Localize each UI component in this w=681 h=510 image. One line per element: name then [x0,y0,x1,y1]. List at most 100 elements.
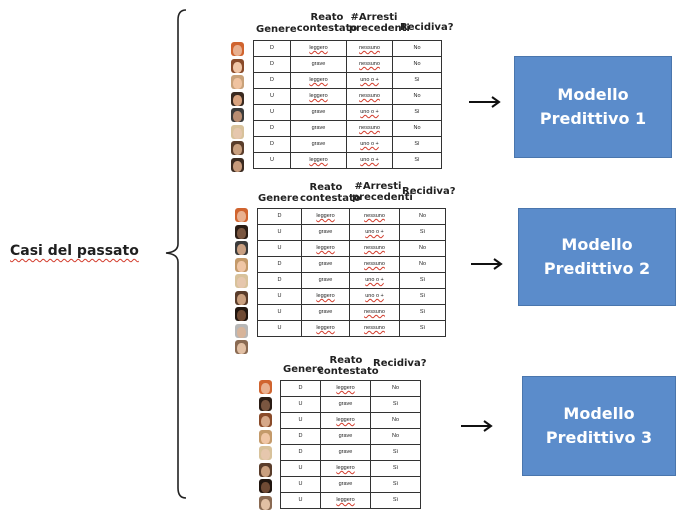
table-cell: No [370,380,421,397]
header-genere: Genere [256,24,297,35]
arrow-right-icon [471,258,503,270]
face-photo-icon [231,141,244,155]
table-cell: uno o + [346,104,393,121]
table-cell: Sì [392,152,442,169]
model-title: Modello [563,404,635,423]
table-cell: grave [290,136,347,153]
header-reato: Reato contestato [296,12,358,34]
table-cell: leggero [301,288,350,305]
face-photo-icon [235,257,248,272]
table-cell: Sì [370,460,421,477]
table-cell: No [370,428,421,445]
table-cell: leggero [320,380,371,397]
face-photo-icon [235,224,248,239]
table-cell: U [257,288,302,305]
table-cell: U [280,492,321,509]
table-cell: D [257,256,302,273]
table-cell: No [392,88,442,105]
header-genere: Genere [283,364,324,375]
table-cell: grave [320,476,371,493]
model-box-3: Modello Predittivo 3 [522,376,676,476]
table-cell: No [392,56,442,73]
table-cell: nessuno [349,320,400,337]
face-photo-icon [259,429,272,444]
face-photo-icon [235,290,248,305]
header-reato: Reato contestato [300,182,361,204]
table-cell: grave [320,444,371,461]
face-photo-icon [259,479,272,493]
table-cell: Sì [399,224,446,241]
table-cell: D [280,444,321,461]
model-subtitle: Predittivo 1 [539,109,647,128]
face-photo-icon [235,241,248,255]
table-cell: No [392,120,442,137]
table-cell: leggero [320,492,371,509]
face-photo-icon [259,413,272,427]
arrow-right-icon [469,96,501,108]
table-cell: uno o + [346,72,393,89]
table-cell: grave [320,428,371,445]
table-cell: grave [301,272,350,289]
table-cell: leggero [320,412,371,429]
table-cell: nessuno [349,208,400,225]
face-photo-icon [231,157,244,172]
table-cell: No [370,412,421,429]
model-box-1: Modello Predittivo 1 [514,56,672,158]
table-cell: uno o + [346,136,393,153]
table-cell: D [257,208,302,225]
table-cell: leggero [301,208,350,225]
table-cell: D [280,428,321,445]
face-photo-icon [231,108,244,122]
table-cell: leggero [290,152,347,169]
table-cell: U [253,88,291,105]
header-reato: Reato contestato [318,355,379,377]
table-cell: Sì [370,396,421,413]
face-photo-icon [259,495,272,510]
header-arresti: #Arresti precedenti [349,12,410,34]
table-cell: D [253,120,291,137]
table-cell: U [280,396,321,413]
face-photo-icon [235,208,248,222]
face-photo-icon [259,446,272,460]
table-cell: D [253,136,291,153]
table-cell: nessuno [346,120,393,137]
table-cell: U [257,224,302,241]
table-cell: nessuno [349,240,400,257]
face-photo-icon [235,307,248,321]
table-cell: nessuno [349,304,400,321]
table-cell: D [253,56,291,73]
table-cell: Sì [392,136,442,153]
face-photo-icon [259,462,272,477]
table-cell: nessuno [349,256,400,273]
header-arresti: #Arresti precedenti [352,181,413,203]
model-subtitle: Predittivo 2 [543,259,651,278]
table-cell: No [399,208,446,225]
table-cell: nessuno [346,88,393,105]
face-photo-icon [235,323,248,338]
model-title: Modello [561,235,633,254]
table-cell: U [257,240,302,257]
table-cell: D [253,40,291,57]
